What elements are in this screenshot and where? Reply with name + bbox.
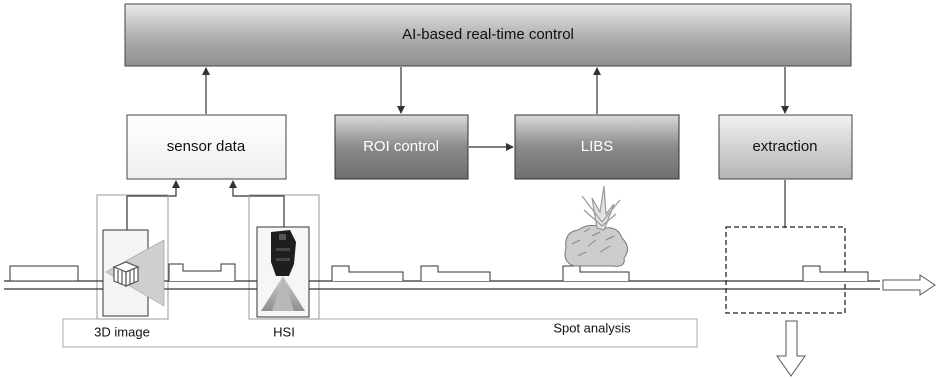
hsi-region xyxy=(248,194,320,320)
arrow-3d-to-sensor xyxy=(126,180,180,230)
roi-control-label: ROI control xyxy=(363,138,439,155)
belt-object xyxy=(562,265,630,281)
3d-camera-device xyxy=(102,229,165,317)
roi-control-box: ROI control xyxy=(334,114,469,180)
belt-object xyxy=(168,263,236,281)
extraction-zone xyxy=(725,226,846,314)
down-arrow-icon xyxy=(776,320,806,377)
3d-cube-icon xyxy=(112,261,140,287)
flow-arrows xyxy=(126,67,789,230)
hsi-label: HSI xyxy=(273,324,295,339)
ai-control-label: AI-based real-time control xyxy=(402,26,574,43)
3d-image-label: 3D image xyxy=(94,324,150,339)
belt-object xyxy=(802,265,869,281)
belt-objects xyxy=(9,263,869,282)
libs-box: LIBS xyxy=(514,114,680,180)
hsi-camera-device xyxy=(256,226,310,318)
belt-object xyxy=(331,265,404,281)
spot-analysis-label: Spot analysis xyxy=(553,320,631,335)
belt-object xyxy=(420,265,491,281)
extraction-box: extraction xyxy=(718,114,853,180)
ai-control-box: AI-based real-time control xyxy=(124,3,852,67)
sensor-data-label: sensor data xyxy=(167,138,246,155)
extraction-label: extraction xyxy=(752,138,817,155)
analysis-panel xyxy=(62,318,698,348)
plasma-plume-icon xyxy=(581,185,621,231)
3d-camera-region xyxy=(96,194,169,320)
sensor-data-box: sensor data xyxy=(126,114,287,180)
arrow-hsi-to-sensor xyxy=(229,180,285,230)
hsi-camera-icon xyxy=(271,230,296,276)
libs-sample-icon xyxy=(564,185,628,267)
belt-object xyxy=(9,265,79,282)
libs-label: LIBS xyxy=(581,138,614,155)
right-arrow-icon xyxy=(882,274,936,296)
